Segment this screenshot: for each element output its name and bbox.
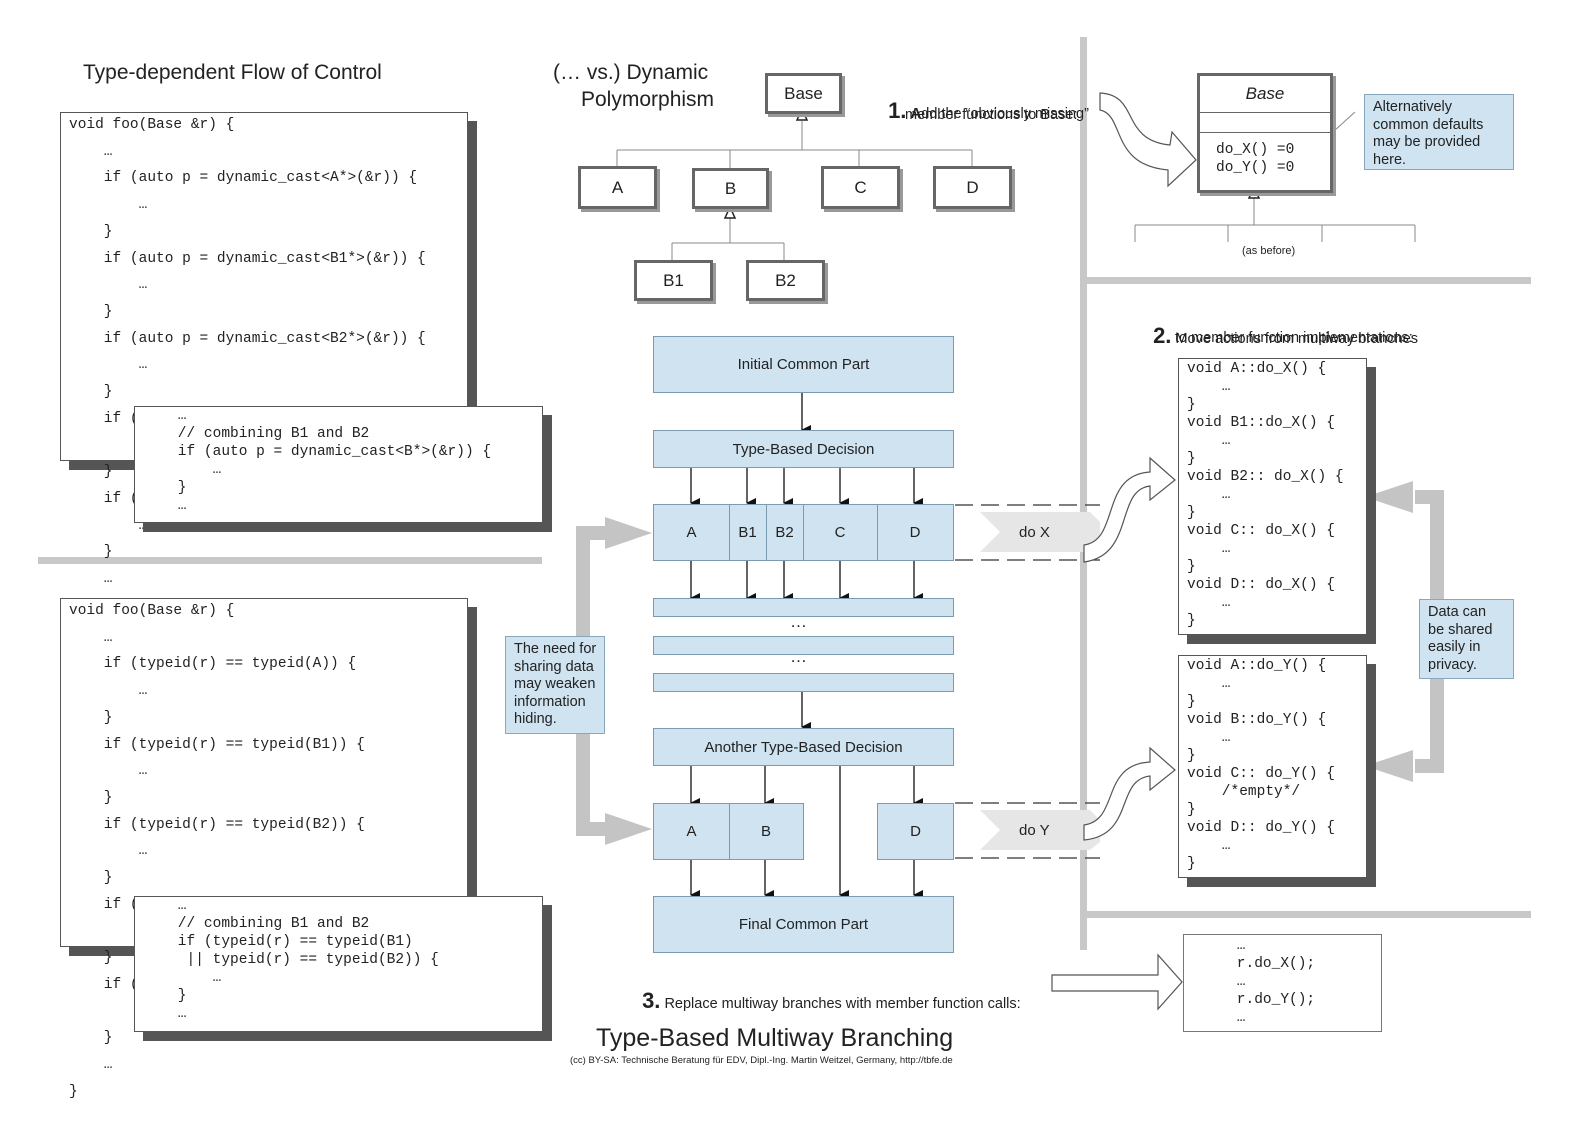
flow-decision1-label: Type-Based Decision [732, 440, 875, 458]
base-class-box: Base do_X() =0 do_Y() =0 [1197, 73, 1333, 193]
step3-label: Replace multiway branches with member fu… [664, 996, 1021, 1012]
note-common-defaults: Alternatively common defaults may be pro… [1364, 94, 1514, 170]
flow-branch-a: A [654, 505, 730, 560]
flow-branch-b2: B2 [766, 505, 804, 560]
separator-right-vertical [1080, 37, 1087, 950]
code-do-x-text: void A::do_X() { … } void B1::do_X() { …… [1187, 361, 1344, 629]
flow-branch-d: D [909, 524, 921, 541]
separator-right-horizontal-top [1087, 277, 1531, 284]
step3-text: 3. Replace multiway branches with member… [634, 972, 1021, 1014]
main-title: Type-Based Multiway Branching [596, 1024, 954, 1052]
flow-branch-row-2-ab: A B [653, 803, 804, 860]
code-do-y-text: void A::do_Y() { … } void B::do_Y() { … … [1187, 658, 1335, 872]
credit-line: (cc) BY-SA: Technische Beratung für EDV,… [570, 1055, 953, 1066]
flow-final-label: Final Common Part [738, 916, 869, 933]
flow-branch2-d: D [877, 803, 954, 860]
flow-ellipsis-1: … [790, 612, 807, 631]
do-x-label: do X [1019, 524, 1050, 541]
uml-class-b: B [692, 168, 769, 209]
code-do-x: void A::do_X() { … } void B1::do_X() { …… [1178, 358, 1367, 635]
step2-line2: to member function implementations: [1175, 330, 1413, 346]
do-y-label: do Y [1019, 822, 1050, 839]
uml-class-b2-label: B2 [775, 270, 796, 290]
uml-class-b-label: B [724, 178, 737, 198]
step1-number: 1. [888, 98, 907, 123]
base-class-methods: do_X() =0 do_Y() =0 [1216, 142, 1295, 176]
separator-right-horizontal-bottom [1087, 911, 1531, 918]
step1-line1: dd the “obviously missing” [921, 106, 1089, 122]
mid-title-line1: (… vs.) Dynamic [553, 61, 709, 84]
flow-ellipsis-2: … [790, 647, 807, 666]
code-dynamic-cast: void foo(Base &r) { … if (auto p = dynam… [60, 112, 468, 614]
flow-final-common-part: Final Common Part [653, 896, 954, 953]
flow-decision2-label: Another Type-Based Decision [704, 738, 903, 756]
step3-number: 3. [642, 988, 661, 1013]
uml-class-a-label: A [611, 177, 624, 197]
mid-title-line2: Polymorphism [581, 88, 715, 111]
flow-branch-b1: B1 [729, 505, 767, 560]
step2-line1: Move actions from multiway branches [1175, 331, 1419, 347]
code-typeid-combined: … // combining B1 and B2 if (typeid(r) =… [134, 896, 543, 1032]
flow-type-based-decision: Type-Based Decision [653, 430, 954, 468]
uml-class-d: D [933, 166, 1012, 209]
flow-step-2 [653, 636, 954, 655]
note-sharing-data: The need for sharing data may weaken inf… [505, 636, 606, 734]
uml-class-b2: B2 [746, 260, 825, 301]
step1-line2: member functions to Base: [905, 107, 1078, 123]
base-class-name: Base [1200, 76, 1330, 113]
step2-text: 2. Move actions from multiway branches [1145, 307, 1418, 349]
uml-class-b1-label: B1 [663, 270, 684, 290]
flow-initial-common-part: Initial Common Part [653, 336, 954, 393]
step1-text: 1. Add the “obviously missing” [880, 82, 1089, 124]
flow-branch2-a: A [654, 804, 730, 859]
flow-branch2-d-label: D [910, 823, 921, 840]
flow-branch-row-1: A B1 B2 C D [653, 504, 954, 561]
code-typeid-combined-text: … // combining B1 and B2 if (typeid(r) =… [177, 898, 439, 1022]
flow-branch-c: C [803, 505, 878, 560]
flow-initial-label: Initial Common Part [737, 356, 870, 373]
base-class-attributes [1200, 113, 1330, 133]
note-data-shared: Data can be shared easily in privacy. [1419, 599, 1514, 679]
flow-another-type-based-decision: Another Type-Based Decision [653, 728, 954, 766]
flow-branch2-b: B [760, 823, 771, 840]
left-title: Type-dependent Flow of Control [83, 61, 382, 84]
code-dynamic-cast-combined: … // combining B1 and B2 if (auto p = dy… [134, 406, 543, 523]
uml-class-c: C [821, 166, 900, 209]
step2-number: 2. [1153, 323, 1172, 348]
separator-left-horizontal [38, 557, 542, 564]
code-dynamic-cast-combined-text: … // combining B1 and B2 if (auto p = dy… [177, 408, 492, 514]
step1-first-letter: A [910, 105, 922, 122]
uml-class-base: Base [765, 73, 842, 114]
uml-class-d-label: D [966, 177, 979, 197]
code-calls: … r.do_X(); … r.do_Y(); … [1183, 934, 1382, 1032]
uml-class-b1: B1 [634, 260, 713, 301]
flow-step-1 [653, 598, 954, 617]
uml-class-c-label: C [854, 177, 867, 197]
base-as-before: (as before) [1242, 245, 1296, 257]
code-do-y: void A::do_Y() { … } void B::do_Y() { … … [1178, 655, 1367, 878]
uml-class-base-label: Base [784, 83, 823, 103]
flow-step-3 [653, 673, 954, 692]
uml-class-a: A [578, 166, 657, 209]
code-calls-text: … r.do_X(); … r.do_Y(); … [1236, 938, 1316, 1026]
